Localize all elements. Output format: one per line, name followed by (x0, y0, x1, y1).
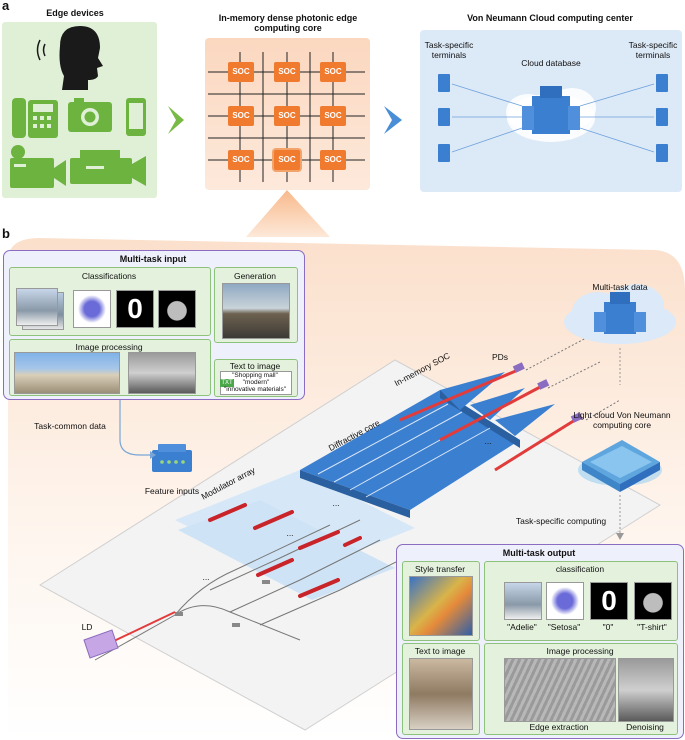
text-to-image-label: Text to image (229, 361, 281, 371)
denoising-label: Denoising (626, 722, 664, 732)
ellipsis-pds: ... (484, 436, 492, 446)
panel-a-letter: a (2, 0, 10, 13)
soc-chip: SOC (320, 150, 346, 170)
core-title-line2: computing core (254, 23, 322, 33)
pd-to-cloud-dashes (525, 337, 621, 421)
edge-extraction-label: Edge extraction (529, 722, 589, 732)
out-label-zero: "0" (602, 622, 614, 632)
pd-laser-lines (399, 368, 576, 472)
out-iris-image (546, 582, 584, 620)
cloud-database-label: Cloud database (521, 58, 581, 68)
soc-chip: SOC (274, 62, 300, 82)
iris-image (73, 290, 111, 328)
phone-icon (12, 98, 58, 138)
mall-image (409, 658, 473, 730)
denoising-image (618, 658, 674, 722)
light-cloud-chip (578, 440, 662, 492)
soc-chip: SOC (274, 106, 300, 126)
classifications-label: Classifications (81, 271, 137, 281)
terminals-left-line1: Task-specific (424, 40, 474, 50)
prompt-line1: "Shopping mall" (232, 372, 278, 379)
green-chevron-icon (168, 106, 184, 134)
soc-chip: SOC (320, 62, 346, 82)
task-common-arrow (119, 400, 150, 456)
image-processing-label: Image processing (75, 342, 143, 352)
out-tshirt-image (634, 582, 672, 620)
terminals-right (656, 74, 668, 162)
soc-chip: SOC (320, 106, 346, 126)
panel-b-letter: b (2, 226, 10, 241)
light-cloud-line1: Light cloud Von Neumann (573, 410, 671, 420)
soc-chip-selected: SOC (274, 150, 300, 170)
vintage-camera-icon (10, 145, 66, 188)
task-common-data-label: Task-common data (34, 421, 106, 431)
penguin-image-stack (16, 288, 58, 326)
cloud-center-title: Von Neumann Cloud computing center (467, 13, 633, 23)
zoom-cone (246, 190, 330, 237)
out-image-processing-label: Image processing (546, 646, 614, 656)
edge-devices-title: Edge devices (46, 8, 104, 18)
prompt-line2: "modern" (242, 379, 270, 386)
cameraman-image (128, 352, 196, 394)
ld-source (83, 629, 119, 659)
pds-label: PDs (491, 352, 509, 362)
terminals-right-line2: terminals (635, 50, 671, 60)
soc-chip: SOC (228, 150, 254, 170)
style-transfer-label: Style transfer (414, 564, 466, 574)
style-transfer-image (409, 576, 473, 636)
ellipsis-splitters: ... (202, 572, 210, 582)
out-digit-image: 0 (590, 582, 628, 620)
mobile-icon (126, 98, 146, 136)
out-text-to-image-label: Text to image (414, 646, 466, 656)
generation-label: Generation (233, 271, 277, 281)
terminals-left (438, 74, 450, 162)
diffractive-core-side (300, 470, 410, 518)
terminals-left-line2: terminals (431, 50, 467, 60)
video-camera-icon (70, 150, 146, 186)
classification-label: classification (555, 564, 605, 574)
soc-chip: SOC (228, 62, 254, 82)
cloud-database-graphic (506, 86, 596, 142)
core-title-line1: In-memory dense photonic edge (218, 13, 358, 23)
waveguide-fan-2 (470, 388, 525, 420)
ellipsis-core: ... (332, 498, 340, 508)
feature-inputs-label: Feature inputs (144, 486, 200, 496)
prompt-card (220, 371, 292, 395)
out-label-setosa: "Setosa" (547, 622, 581, 632)
multitask-data-cloud (564, 284, 676, 344)
head-icon (36, 26, 103, 90)
multitask-input-title: Multi-task input (119, 254, 187, 264)
modulators (208, 503, 362, 598)
txt-badge: TXT (220, 379, 234, 387)
modulator-region-lower (178, 500, 395, 600)
prompt-line3: "innovative materials" (223, 386, 287, 393)
camera-icon (68, 98, 112, 132)
blue-chevron-icon (384, 106, 402, 134)
multitask-data-label: Multi-task data (592, 282, 648, 292)
out-penguin-image (504, 582, 542, 620)
splitters (175, 580, 270, 627)
ld-label: LD (81, 622, 93, 632)
out-label-adelie: "Adelie" (507, 622, 537, 632)
multitask-output-title: Multi-task output (502, 548, 576, 558)
tshirt-image (158, 290, 196, 328)
ellipsis-modulators: ... (286, 528, 294, 538)
building-image (14, 352, 120, 394)
feature-inputs-graphic (152, 444, 192, 472)
waveguide-fan-3 (495, 404, 555, 436)
light-cloud-line2: computing core (592, 420, 652, 430)
soc-chip: SOC (228, 106, 254, 126)
terminals-right-line1: Task-specific (628, 40, 678, 50)
boardwalk-image (222, 283, 290, 339)
diffractive-core-block (300, 390, 520, 510)
edge-extraction-image (504, 658, 616, 722)
task-specific-computing-label: Task-specific computing (515, 516, 607, 526)
mnist-digit-image: 0 (116, 290, 154, 328)
terminal-links (451, 83, 655, 153)
out-label-tshirt: "T-shirt" (637, 622, 667, 632)
pd-detectors (512, 362, 583, 423)
